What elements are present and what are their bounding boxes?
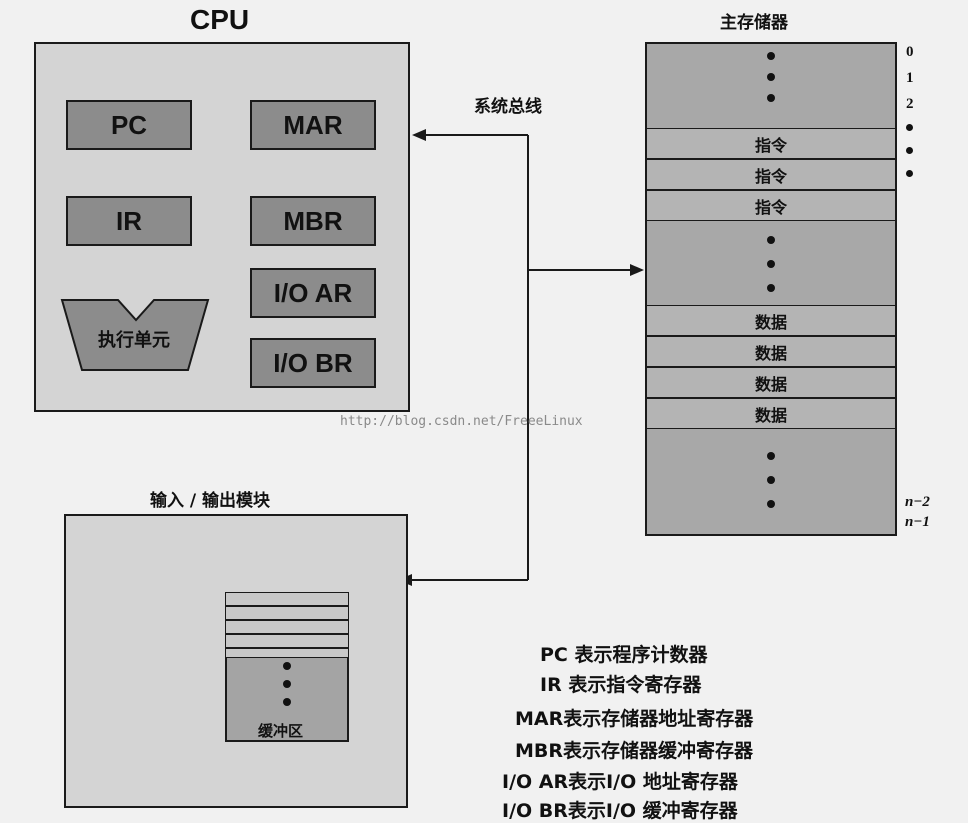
pc-register: PC	[66, 100, 192, 150]
legend-line: MAR表示存储器地址寄存器	[515, 708, 754, 730]
legend-line: IR 表示指令寄存器	[540, 674, 702, 696]
instruction-row: 指令	[646, 159, 896, 190]
memory-ellipsis-dot	[767, 476, 775, 484]
mar-register: MAR	[250, 100, 376, 150]
address-label: 0	[906, 44, 914, 60]
watermark: http://blog.csdn.net/FreeeLinux	[340, 414, 583, 429]
system-bus-label: 系统总线	[474, 97, 542, 117]
cpu-title: CPU	[190, 4, 250, 35]
instruction-row: 指令	[646, 190, 896, 221]
ir-register: IR	[66, 196, 192, 246]
data-row: 数据	[646, 367, 896, 398]
instruction-row: 指令	[646, 128, 896, 159]
memory-title: 主存储器	[720, 13, 788, 33]
buffer-ellipsis-dot	[283, 662, 291, 670]
memory-ellipsis-dot	[767, 236, 775, 244]
address-label: n−1	[905, 514, 930, 530]
exec-unit-label: 执行单元	[98, 330, 170, 351]
memory-ellipsis-dot	[767, 452, 775, 460]
exec-unit-shape	[60, 299, 210, 371]
address-label: 1	[906, 70, 914, 86]
iobr-register: I/O BR	[250, 338, 376, 388]
data-row: 数据	[646, 305, 896, 336]
legend-line: PC 表示程序计数器	[540, 644, 708, 666]
data-row: 数据	[646, 336, 896, 367]
memory-ellipsis-dot	[767, 284, 775, 292]
memory-ellipsis-dot	[767, 73, 775, 81]
legend-line: I/O AR表示I/O 地址寄存器	[502, 771, 738, 793]
memory-ellipsis-dot	[767, 260, 775, 268]
ioar-register: I/O AR	[250, 268, 376, 318]
address-label: 2	[906, 96, 914, 112]
buffer-slot	[225, 634, 349, 648]
address-ellipsis-dot	[906, 124, 913, 131]
buffer-slot	[225, 606, 349, 620]
buffer-slot	[225, 648, 349, 658]
address-ellipsis-dot	[906, 147, 913, 154]
memory-ellipsis-dot	[767, 52, 775, 60]
legend-line: MBR表示存储器缓冲寄存器	[515, 740, 754, 762]
buffer-ellipsis-dot	[283, 680, 291, 688]
legend-line: I/O BR表示I/O 缓冲寄存器	[502, 800, 738, 822]
address-label: n−2	[905, 494, 930, 510]
address-ellipsis-dot	[906, 170, 913, 177]
io-module-title: 输入 / 输出模块	[150, 491, 271, 511]
buffer-ellipsis-dot	[283, 698, 291, 706]
buffer-slot	[225, 592, 349, 606]
memory-ellipsis-dot	[767, 500, 775, 508]
buffer-slot	[225, 620, 349, 634]
data-row: 数据	[646, 398, 896, 429]
buffer-label: 缓冲区	[258, 722, 304, 740]
mbr-register: MBR	[250, 196, 376, 246]
memory-ellipsis-dot	[767, 94, 775, 102]
